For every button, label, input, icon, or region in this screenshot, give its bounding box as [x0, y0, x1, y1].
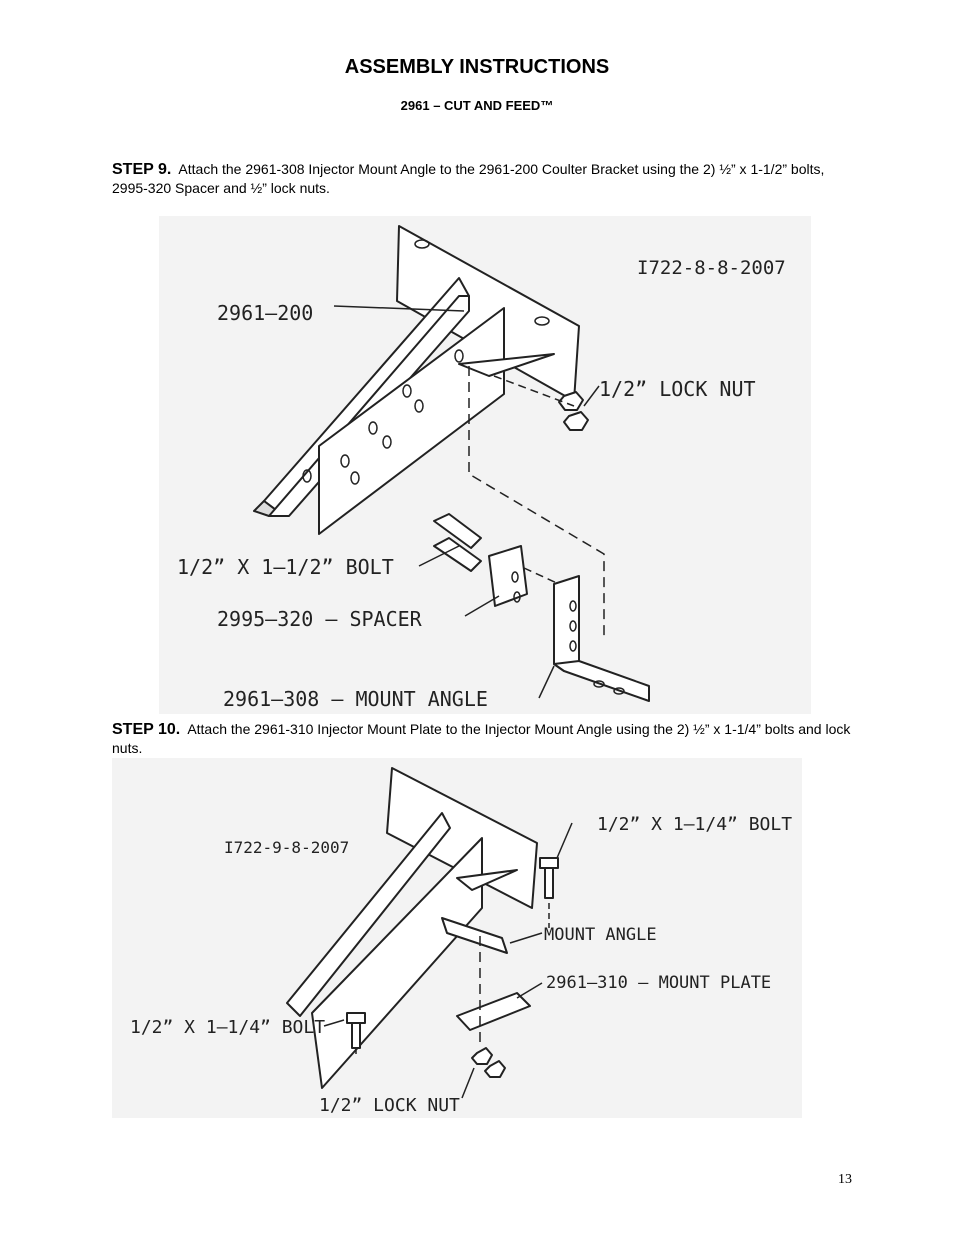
step-10-paragraph: STEP 10. Attach the 2961-310 Injector Mo…: [112, 720, 852, 758]
bracket-left-arm: [286, 812, 451, 1017]
page-title: ASSEMBLY INSTRUCTIONS: [344, 56, 610, 78]
step-9-label: STEP 9.: [112, 161, 172, 178]
bracket-wedge: [458, 353, 555, 377]
step-9-diagram-drawing: I722-8-8-2007 2961–200 1/2” LOCK NUT 1/2…: [177, 225, 786, 711]
bolt-top-shank: [544, 867, 554, 899]
bolt-1: [433, 513, 482, 549]
step-9-text: Attach the 2961-308 Injector Mount Angle…: [112, 161, 825, 196]
step-10-diagram: I722-9-8-2007 1/2” X 1–1/4” BOLT MOUNT A…: [112, 758, 802, 1118]
bracket-wedge: [456, 869, 518, 891]
callout-bolt-top: 1/2” X 1–1/4” BOLT: [597, 814, 792, 835]
spacer-part: [488, 545, 528, 607]
drawing-id-label: I722-9-8-2007: [224, 838, 349, 857]
step-10-label: STEP 10.: [112, 721, 181, 738]
bolt-2: [433, 537, 482, 572]
callout-bracket: 2961–200: [217, 301, 313, 325]
drawing-id-label: I722-8-8-2007: [637, 257, 786, 279]
page-number: 13: [838, 1172, 852, 1187]
callout-lock-nut: 1/2” LOCK NUT: [599, 377, 756, 401]
lock-nut-1: [471, 1047, 493, 1065]
callout-mount-angle: MOUNT ANGLE: [544, 925, 657, 945]
lock-nut-2: [563, 411, 589, 431]
step-10-diagram-drawing: I722-9-8-2007 1/2” X 1–1/4” BOLT MOUNT A…: [130, 767, 792, 1116]
bolt-left-head: [346, 1012, 366, 1024]
step-10-text: Attach the 2961-310 Injector Mount Plate…: [112, 721, 851, 756]
callout-spacer: 2995–320 — SPACER: [217, 607, 423, 631]
bolt-top-head: [539, 857, 559, 869]
mount-angle-part: [441, 917, 508, 954]
callout-bolt: 1/2” X 1–1/2” BOLT: [177, 555, 394, 579]
callout-mount-angle: 2961–308 — MOUNT ANGLE: [223, 687, 488, 711]
page-subtitle: 2961 – CUT AND FEED™: [400, 98, 554, 113]
lock-nut-1: [558, 391, 584, 411]
step-9-diagram: I722-8-8-2007 2961–200 1/2” LOCK NUT 1/2…: [159, 216, 811, 714]
bolt-left-shank: [351, 1022, 361, 1049]
bracket-right-arm: [318, 307, 505, 535]
callout-bolt-left: 1/2” X 1–1/4” BOLT: [130, 1017, 325, 1038]
mount-plate-part: [456, 992, 531, 1031]
lock-nut-2: [484, 1060, 506, 1078]
step-9-paragraph: STEP 9. Attach the 2961-308 Injector Mou…: [112, 160, 852, 198]
callout-mount-plate: 2961–310 — MOUNT PLATE: [546, 973, 771, 993]
callout-lock-nut: 1/2” LOCK NUT: [319, 1095, 460, 1116]
